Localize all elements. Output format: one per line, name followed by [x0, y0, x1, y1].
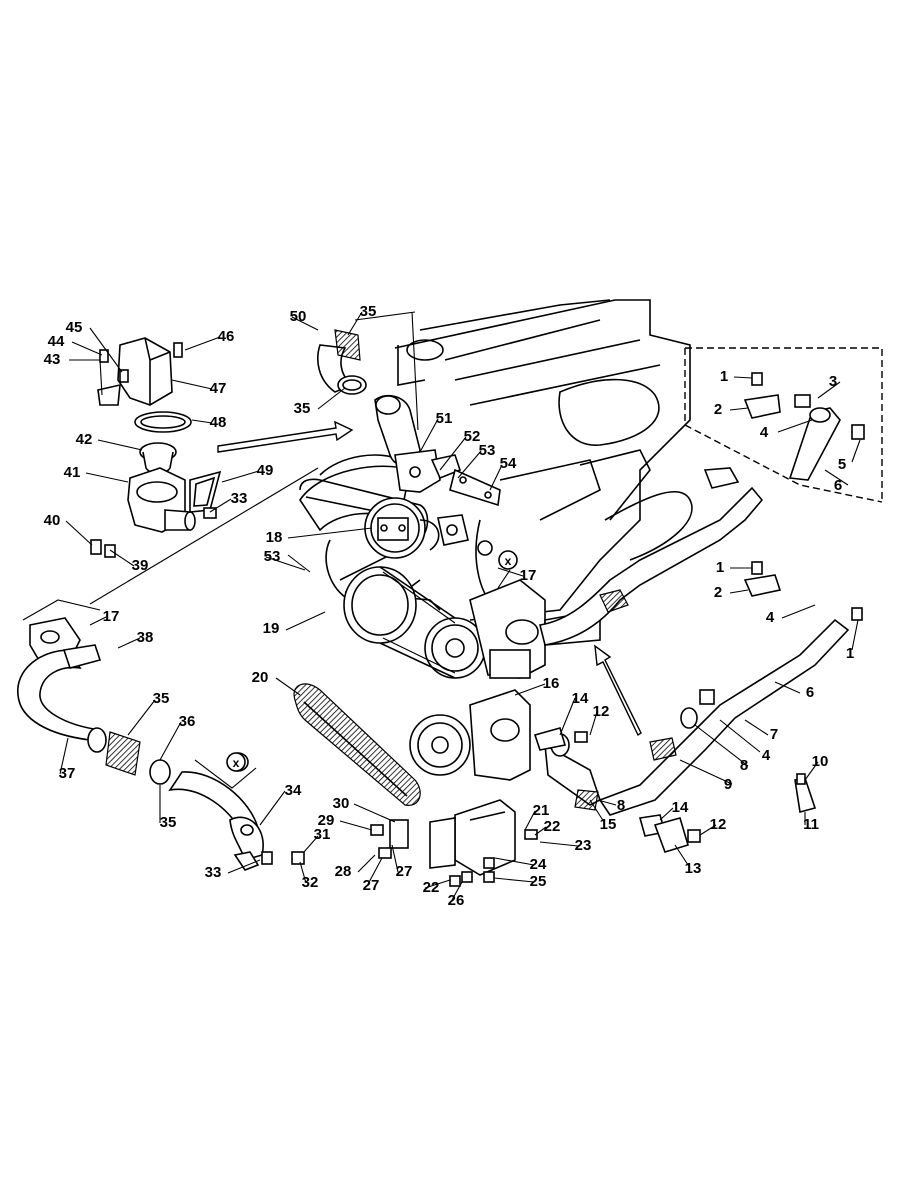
thermostat-housing-group — [90, 337, 222, 558]
callout-c2a: 2 — [714, 401, 722, 418]
callout-c19: 19 — [263, 620, 280, 637]
callout-c5: 5 — [838, 456, 846, 473]
callout-c46: 46 — [218, 328, 235, 345]
callout-c33a: 33 — [205, 864, 222, 881]
callout-c27b: 27 — [363, 877, 380, 894]
callout-c15: 15 — [600, 816, 617, 833]
callout-c10: 10 — [812, 753, 829, 770]
flow-arrows — [217, 420, 642, 737]
callout-c13: 13 — [685, 860, 702, 877]
callout-c47: 47 — [210, 380, 227, 397]
callout-c22a: 22 — [544, 818, 561, 835]
callout-c12b: 12 — [710, 816, 727, 833]
callout-c17b: 17 — [103, 608, 120, 625]
callout-c34: 34 — [285, 782, 302, 799]
callout-c11: 11 — [803, 816, 819, 833]
x-marker-left: x — [226, 752, 246, 772]
callout-c40: 40 — [44, 512, 61, 529]
leader-lines — [22, 311, 511, 789]
callout-c1a: 1 — [720, 368, 728, 385]
callout-c42: 42 — [76, 431, 93, 448]
callout-labels: 1234561241674898101112121314141516171718… — [44, 303, 855, 909]
callout-c7: 7 — [770, 726, 778, 743]
callout-c25: 25 — [530, 873, 547, 890]
callout-c14a: 14 — [572, 690, 589, 707]
callout-c16: 16 — [543, 675, 560, 692]
callout-c32: 32 — [302, 874, 319, 891]
callout-c24: 24 — [530, 856, 547, 873]
callout-c30: 30 — [333, 795, 350, 812]
inset-detail-box — [533, 347, 883, 853]
callout-c37: 37 — [59, 765, 76, 782]
engine-block — [299, 299, 693, 621]
callout-c53b: 53 — [264, 548, 281, 565]
callout-leaders — [59, 311, 861, 901]
callout-c48: 48 — [210, 414, 227, 431]
callout-c52: 52 — [464, 428, 481, 445]
callout-c8b: 8 — [617, 797, 625, 814]
callout-c27a: 27 — [396, 863, 413, 880]
callout-c3: 3 — [829, 373, 837, 390]
flow-arrow-right — [594, 644, 642, 737]
loose-belt-20 — [293, 683, 421, 806]
callout-c8a: 8 — [740, 757, 748, 774]
callout-c1b: 1 — [716, 559, 724, 576]
callout-c49: 49 — [257, 462, 274, 479]
callout-c35a: 35 — [153, 690, 170, 707]
callout-c9: 9 — [724, 776, 732, 793]
callout-c53a: 53 — [479, 442, 496, 459]
callout-c41: 41 — [64, 464, 81, 481]
callout-c14b: 14 — [672, 799, 689, 816]
callout-c21: 21 — [533, 802, 550, 819]
callout-c45: 45 — [66, 319, 83, 336]
callout-c17a: 17 — [520, 567, 537, 584]
x-marker-right: x — [498, 550, 518, 570]
callout-c22b: 22 — [423, 879, 440, 896]
callout-c4a: 4 — [760, 424, 769, 441]
lower-left-hoses — [17, 617, 305, 871]
flow-arrow-upper — [217, 420, 354, 453]
callout-c26: 26 — [448, 892, 465, 909]
callout-c6a: 6 — [834, 477, 842, 494]
callout-c35d: 35 — [294, 400, 311, 417]
x-marker-left-text: x — [233, 756, 240, 770]
callout-c4c: 4 — [762, 747, 771, 764]
callout-c20: 20 — [252, 669, 269, 686]
callout-c43: 43 — [44, 351, 61, 368]
callout-c1c: 1 — [846, 645, 854, 662]
callout-c35b: 35 — [160, 814, 177, 831]
callout-c29: 29 — [318, 812, 335, 829]
callout-c33b: 33 — [231, 490, 248, 507]
callout-c12a: 12 — [593, 703, 610, 720]
callout-c28: 28 — [335, 863, 352, 880]
callout-c39: 39 — [132, 557, 149, 574]
callout-c54: 54 — [500, 455, 517, 472]
upper-hose-assembly — [317, 329, 501, 556]
x-marker-right-text: x — [505, 554, 512, 568]
callout-c36: 36 — [179, 713, 196, 730]
callout-c6b: 6 — [806, 684, 814, 701]
drive-belt-assembly — [299, 478, 486, 679]
callout-c2b: 2 — [714, 584, 722, 601]
callout-c44: 44 — [48, 333, 65, 350]
callout-c50: 50 — [290, 308, 307, 325]
right-pipe-group — [539, 467, 850, 816]
callout-c38: 38 — [137, 629, 154, 646]
callout-c31: 31 — [314, 826, 331, 843]
callout-c18: 18 — [266, 529, 283, 546]
callout-c23: 23 — [575, 837, 592, 854]
callout-c4b: 4 — [766, 609, 775, 626]
callout-c51: 51 — [436, 410, 453, 427]
callout-c35c: 35 — [360, 303, 377, 320]
